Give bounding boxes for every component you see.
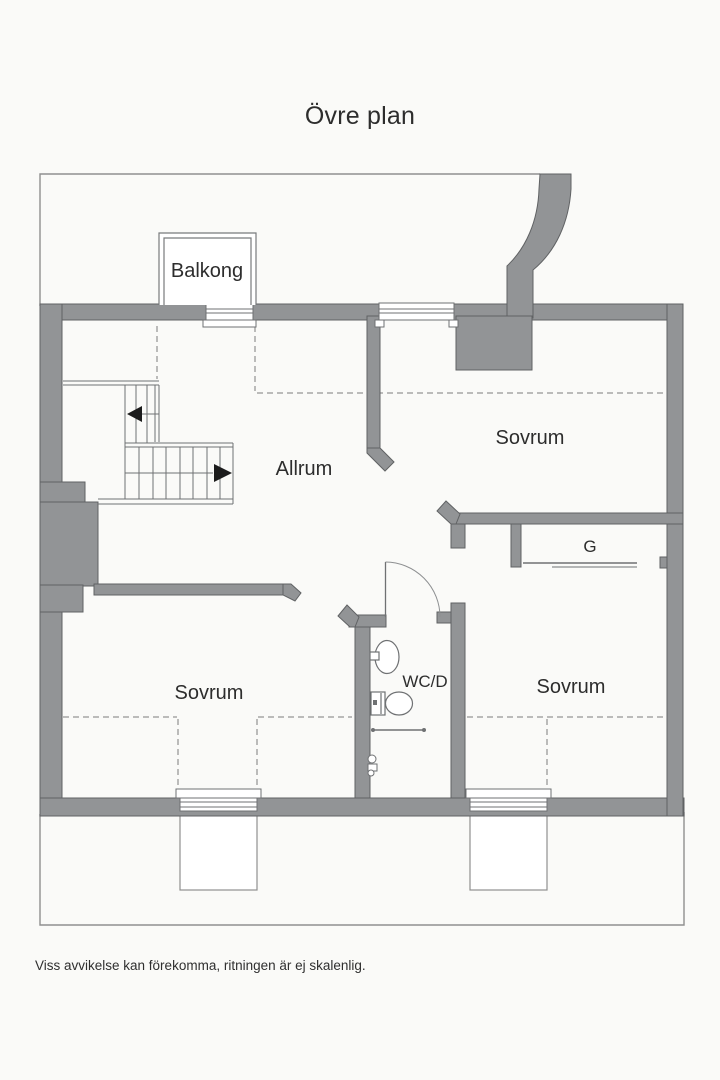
wcd-door — [384, 561, 441, 618]
plot-outline-bottom — [39, 812, 685, 926]
wall-right — [666, 303, 684, 817]
label-living-room: Allrum — [276, 458, 333, 480]
staircase — [63, 380, 234, 505]
g-rail-bracket — [659, 556, 668, 569]
wall-allrum-sovrum-angled-end — [366, 447, 395, 472]
window-balcony — [205, 302, 254, 321]
window-bottom-left — [179, 797, 258, 812]
wall-left-bulge-2 — [39, 501, 99, 587]
label-wardrobe: G — [583, 537, 596, 556]
window-bottom-right-sill — [465, 788, 552, 799]
window-balcony-sill — [202, 319, 257, 328]
wall-g-pillar — [450, 523, 466, 549]
toilet-bowl-icon — [384, 691, 414, 716]
stair-arrow-down-icon — [214, 464, 232, 482]
window-bottom-left-sill — [175, 788, 262, 799]
balcony-inner-rail — [163, 237, 252, 305]
wall-left-bulge-1 — [39, 481, 86, 505]
disclaimer-text: Viss avvikelse kan förekomma, ritningen … — [35, 958, 366, 973]
wcd-fixtures — [367, 639, 426, 777]
door-swing-arc — [385, 561, 441, 618]
wardrobe-rail — [523, 562, 637, 568]
wall-left-bulge-3 — [39, 584, 84, 613]
balcony-outer-rail — [158, 232, 257, 305]
stair-arrow-up-icon — [127, 406, 142, 422]
label-bedroom-bottom-left: Sovrum — [175, 682, 244, 704]
wall-g-top — [450, 512, 684, 525]
window-bottom-right — [469, 797, 548, 812]
wall-g-angled-stub — [436, 500, 461, 525]
sink-tap-icon — [369, 651, 380, 661]
plot-outline-top-left — [39, 173, 540, 306]
windows — [175, 302, 552, 812]
plot-outline — [39, 173, 685, 926]
balcony — [158, 232, 257, 305]
wall-g-partition — [510, 523, 522, 568]
wall-hall-long-angled-end — [282, 583, 302, 602]
page-title: Övre plan — [304, 102, 416, 130]
wall-wcd-door-stub — [436, 611, 452, 624]
walls — [39, 173, 685, 817]
label-balcony: Balkong — [171, 260, 243, 282]
wall-hall-long — [93, 583, 284, 596]
wall-wcd-angled-stub — [337, 604, 360, 628]
wall-bottom — [39, 797, 685, 817]
label-bathroom: WC/D — [402, 672, 447, 691]
ceiling-dashed-lines — [63, 326, 664, 797]
wall-top — [39, 303, 684, 321]
wall-wcd-right — [450, 602, 466, 799]
chimney-curved-wall — [506, 173, 572, 319]
window-top-right — [378, 302, 455, 321]
chimney-block — [455, 315, 533, 371]
label-bedroom-bottom-right: Sovrum — [537, 676, 606, 698]
wall-allrum-sovrum — [366, 315, 381, 449]
label-bedroom-top: Sovrum — [496, 427, 565, 449]
floor-drain-icon — [367, 754, 378, 777]
